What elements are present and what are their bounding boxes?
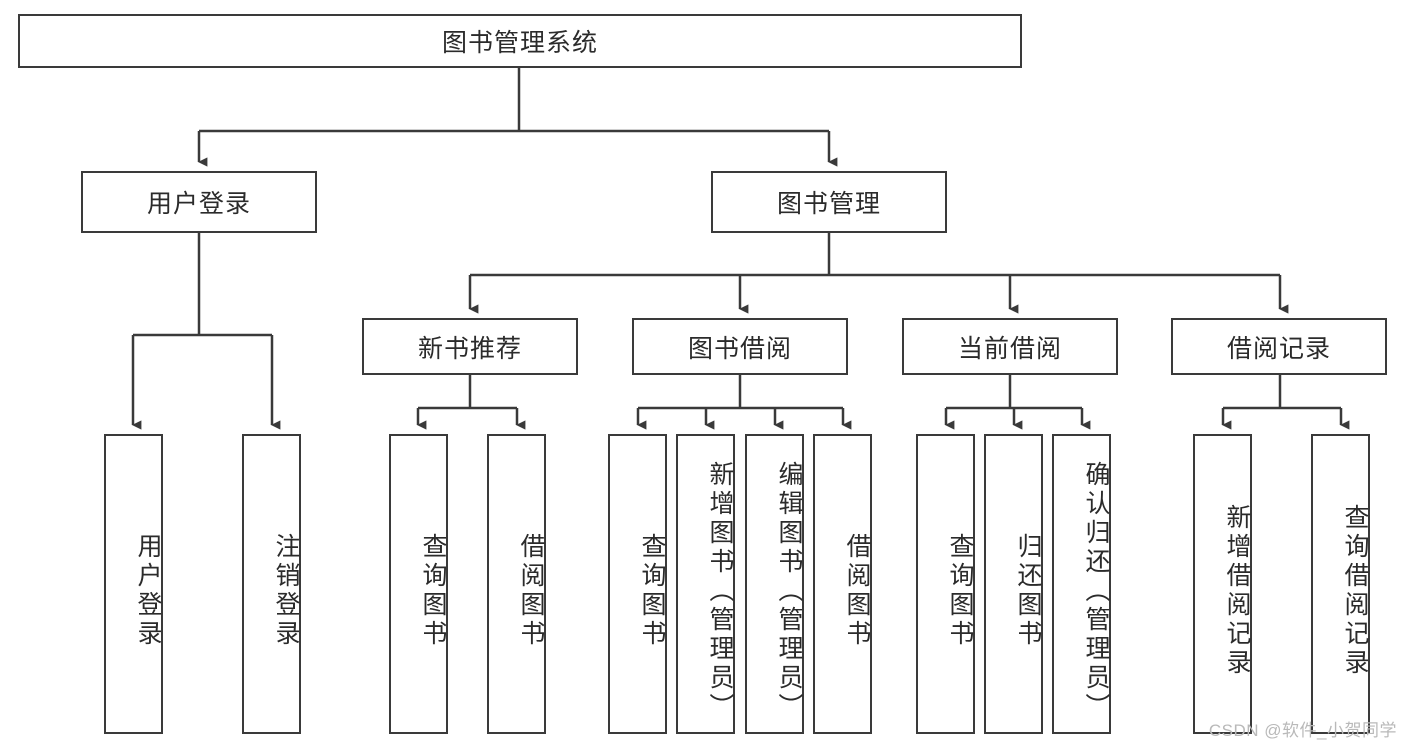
node-leaf-add-record[interactable]: 新增借阅记录 xyxy=(1193,434,1252,734)
node-user-login-label: 用户登录 xyxy=(146,190,251,218)
node-leaf-query-book-rec[interactable]: 查询图书 xyxy=(389,434,448,734)
node-leaf-edit-book[interactable]: 编辑图书（管理员） xyxy=(745,434,804,734)
node-borrow-record[interactable]: 借阅记录 xyxy=(1171,318,1387,375)
node-book-borrow[interactable]: 图书借阅 xyxy=(632,318,848,375)
node-leaf-user-login-label: 用户登录 xyxy=(134,533,162,649)
node-leaf-query-book-borrow-label: 查询图书 xyxy=(638,533,666,649)
node-leaf-query-book-cur[interactable]: 查询图书 xyxy=(916,434,975,734)
node-leaf-user-logout-label: 注销登录 xyxy=(272,533,300,649)
node-leaf-query-record-label: 查询借阅记录 xyxy=(1341,504,1369,678)
node-leaf-query-book-borrow[interactable]: 查询图书 xyxy=(608,434,667,734)
node-leaf-confirm-return-label: 确认归还（管理员） xyxy=(1082,460,1110,722)
node-book-manage-label: 图书管理 xyxy=(776,190,881,218)
node-new-book-recommend-label: 新书推荐 xyxy=(417,334,522,363)
node-current-borrow-label: 当前借阅 xyxy=(957,334,1062,363)
node-leaf-add-book-label: 新增图书（管理员） xyxy=(706,460,734,722)
node-leaf-query-record[interactable]: 查询借阅记录 xyxy=(1311,434,1370,734)
node-leaf-borrow-book-rec[interactable]: 借阅图书 xyxy=(487,434,546,734)
node-leaf-borrow-book-label: 借阅图书 xyxy=(843,533,871,649)
node-root-label: 图书管理系统 xyxy=(441,29,598,57)
node-leaf-query-book-rec-label: 查询图书 xyxy=(419,533,447,649)
node-borrow-record-label: 借阅记录 xyxy=(1226,334,1331,363)
node-leaf-borrow-book[interactable]: 借阅图书 xyxy=(813,434,872,734)
node-leaf-user-login[interactable]: 用户登录 xyxy=(104,434,163,734)
node-new-book-recommend[interactable]: 新书推荐 xyxy=(362,318,578,375)
node-leaf-user-logout[interactable]: 注销登录 xyxy=(242,434,301,734)
node-leaf-add-book[interactable]: 新增图书（管理员） xyxy=(676,434,735,734)
node-leaf-edit-book-label: 编辑图书（管理员） xyxy=(775,460,803,722)
node-user-login[interactable]: 用户登录 xyxy=(81,171,317,233)
node-leaf-borrow-book-rec-label: 借阅图书 xyxy=(517,533,545,649)
node-root[interactable]: 图书管理系统 xyxy=(18,14,1022,68)
watermark-text: CSDN @软件_小贺同学 xyxy=(1208,721,1397,740)
node-current-borrow[interactable]: 当前借阅 xyxy=(902,318,1118,375)
node-leaf-add-record-label: 新增借阅记录 xyxy=(1223,504,1251,678)
node-book-borrow-label: 图书借阅 xyxy=(687,334,792,363)
node-leaf-return-book-label: 归还图书 xyxy=(1014,533,1042,649)
node-leaf-return-book[interactable]: 归还图书 xyxy=(984,434,1043,734)
node-leaf-query-book-cur-label: 查询图书 xyxy=(946,533,974,649)
node-leaf-confirm-return[interactable]: 确认归还（管理员） xyxy=(1052,434,1111,734)
node-book-manage[interactable]: 图书管理 xyxy=(711,171,947,233)
